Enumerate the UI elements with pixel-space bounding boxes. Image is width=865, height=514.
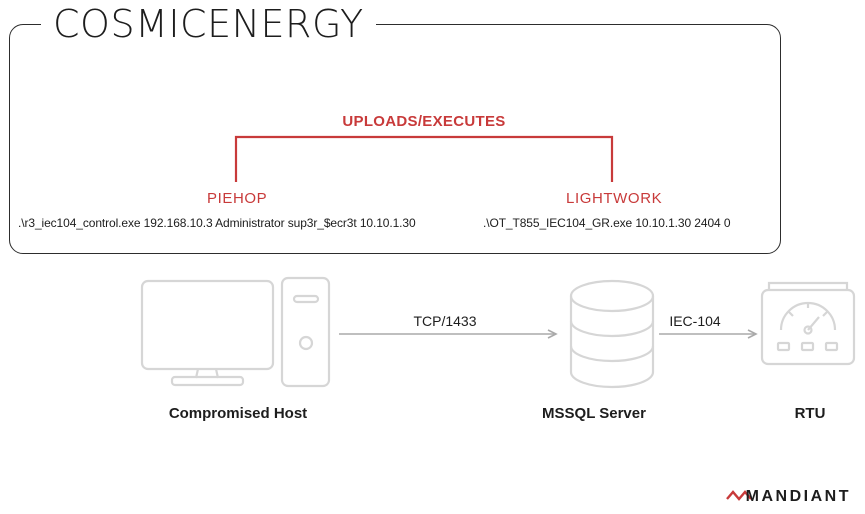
iec104-label: IEC-104: [669, 313, 721, 329]
uploads-executes-bracket: [234, 135, 614, 182]
uploads-executes-label: UPLOADS/EXECUTES: [342, 113, 506, 130]
tcp-port-label: TCP/1433: [413, 313, 477, 329]
cosmicenergy-frame: [9, 24, 781, 254]
computer-icon: [140, 276, 331, 388]
piehop-command: .\r3_iec104_control.exe 192.168.10.3 Adm…: [18, 216, 416, 230]
rtu-icon: [760, 281, 856, 366]
lightwork-label: LIGHTWORK: [566, 190, 663, 207]
iec104-arrow: [659, 329, 758, 339]
database-icon: [569, 279, 655, 389]
lightwork-command: .\OT_T855_IEC104_GR.exe 10.10.1.30 2404 …: [483, 216, 731, 230]
compromised-host-label: Compromised Host: [168, 405, 308, 422]
diagram-title: COSMICENERGY: [41, 2, 376, 46]
rtu-label: RTU: [794, 405, 826, 422]
mandiant-logo-icon: [726, 490, 752, 501]
piehop-label: PIEHOP: [207, 190, 268, 207]
mandiant-brand: MANDIANT: [745, 488, 851, 505]
mssql-server-label: MSSQL Server: [542, 405, 646, 422]
tcp-arrow: [339, 329, 558, 339]
